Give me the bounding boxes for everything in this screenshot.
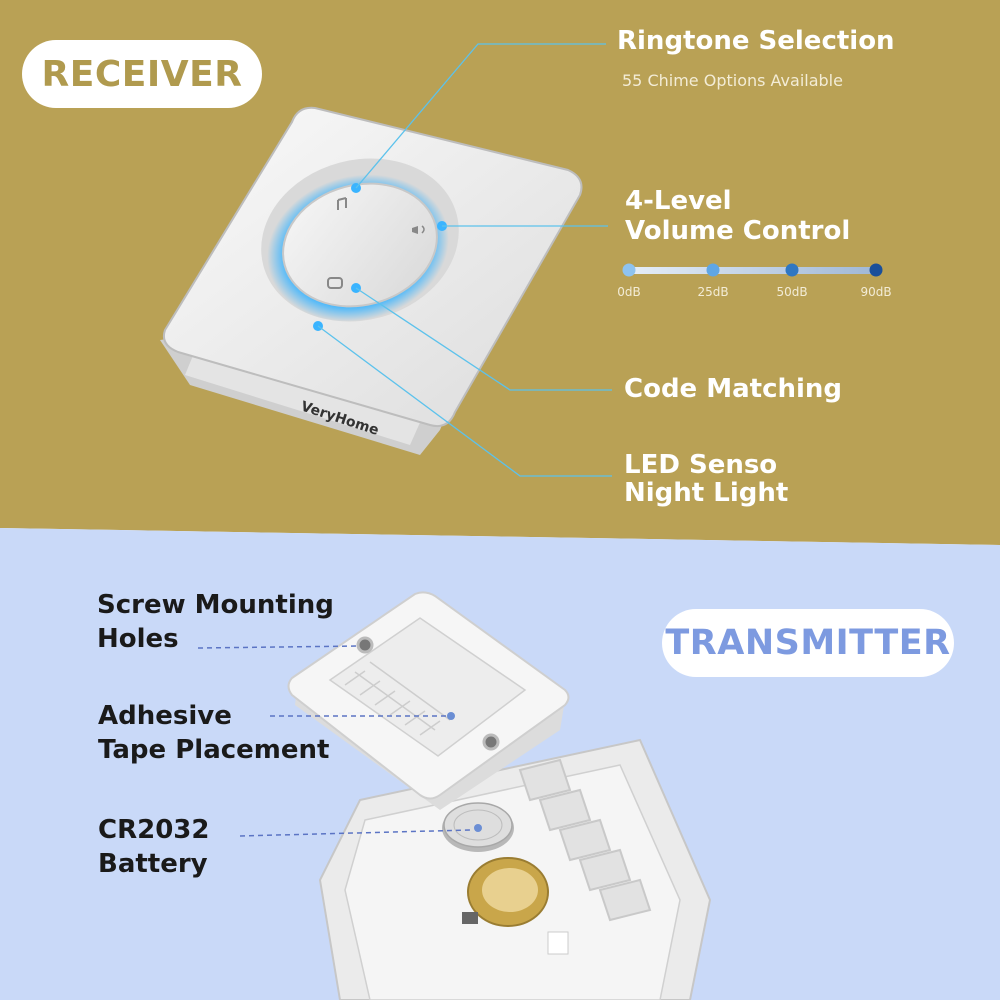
adhesive-tape-line2: Tape Placement bbox=[98, 735, 330, 765]
transmitter-badge-text: TRANSMITTER bbox=[665, 623, 951, 663]
battery-line2: Battery bbox=[98, 849, 208, 879]
code-matching-label: Code Matching bbox=[624, 374, 843, 404]
screw-holes-line1: Screw Mounting bbox=[97, 590, 334, 620]
ringtone-selection-title: Ringtone Selection bbox=[617, 26, 895, 56]
volume-level-label: 25dB bbox=[697, 285, 729, 299]
volume-level-label: 50dB bbox=[776, 285, 808, 299]
ringtone-selection-subtitle: 55 Chime Options Available bbox=[622, 71, 843, 90]
volume-level-slider bbox=[622, 263, 883, 277]
volume-control-line1: 4-Level bbox=[625, 186, 732, 216]
battery-line1: CR2032 bbox=[98, 815, 210, 845]
volume-level-label: 0dB bbox=[617, 285, 641, 299]
volume-level-label: 90dB bbox=[860, 285, 892, 299]
link-icon bbox=[327, 277, 343, 289]
receiver-badge: RECEIVER bbox=[22, 40, 262, 108]
led-night-light-line2: Night Light bbox=[624, 478, 789, 508]
transmitter-callout-lines bbox=[197, 645, 471, 837]
volume-level-dot bbox=[622, 263, 636, 277]
screw-holes-line2: Holes bbox=[97, 624, 179, 654]
adhesive-tape-line1: Adhesive bbox=[98, 701, 232, 731]
receiver-badge-text: RECEIVER bbox=[41, 53, 243, 95]
music-note-icon bbox=[337, 197, 347, 210]
transmitter-badge: TRANSMITTER bbox=[662, 609, 954, 677]
volume-level-dot bbox=[785, 263, 799, 277]
led-night-light-line1: LED Senso bbox=[624, 450, 778, 480]
volume-level-dot bbox=[706, 263, 720, 277]
volume-control-line2: Volume Control bbox=[625, 216, 851, 246]
transmitter-back-cover bbox=[287, 591, 570, 832]
speaker-icon bbox=[412, 225, 425, 234]
receiver-callout-lines bbox=[317, 43, 612, 477]
receiver-device: VeryHome bbox=[160, 106, 583, 455]
volume-level-dot bbox=[869, 263, 883, 277]
transmitter-base bbox=[318, 738, 712, 1000]
